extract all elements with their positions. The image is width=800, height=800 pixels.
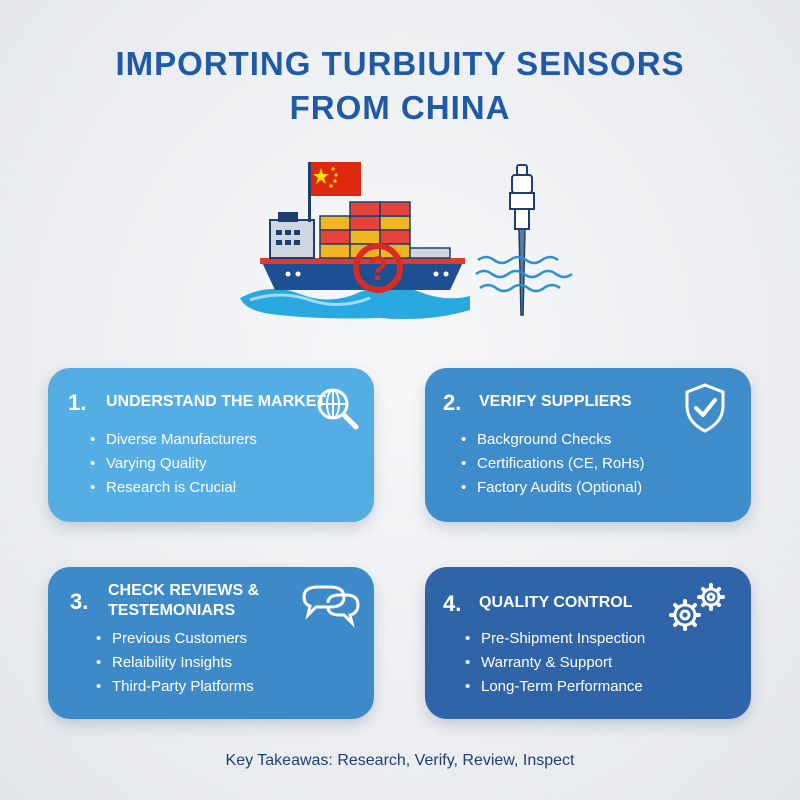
card-check-reviews: 3. CHECK REVIEWS & TESTEMONIARS Previous… (48, 567, 374, 719)
turbidity-sensor-icon (475, 164, 573, 316)
card-title: VERIFY SUPPLIERS (479, 393, 632, 410)
list-item: Pre-Shipment Inspection (465, 627, 645, 651)
card-number: 2. (443, 390, 462, 415)
list-item: Varying Quality (90, 452, 257, 476)
title-line-1: IMPORTING TURBIUITY SENSORS (115, 45, 685, 82)
card-title: UNDERSTAND THE MARKET (106, 393, 327, 410)
list-item: Background Checks (461, 428, 645, 452)
svg-text:?: ? (368, 250, 389, 288)
bullet-list: Previous Customers Relaibility Insights … (96, 627, 254, 699)
list-item: Factory Audits (Optional) (461, 476, 645, 500)
speech-bubbles-icon (302, 585, 360, 628)
title-line-2: FROM CHINA (289, 89, 511, 126)
card-title: QUALITY CONTROL (479, 594, 633, 611)
question-mark-icon: ? (353, 243, 403, 293)
list-item: Relaibility Insights (96, 651, 254, 675)
bullet-list: Pre-Shipment Inspection Warranty & Suppo… (465, 627, 645, 699)
card-number: 3. (70, 589, 89, 614)
key-takeaways: Key Takeawas: Research, Verify, Review, … (225, 752, 575, 769)
magnifier-globe-icon (317, 388, 359, 430)
card-number: 4. (443, 591, 462, 616)
list-item: Warranty & Support (465, 651, 645, 675)
cargo-ship-icon (240, 162, 470, 319)
card-title-line-1: CHECK REVIEWS & (108, 582, 260, 599)
card-title: CHECK REVIEWS & TESTEMONIARS (108, 581, 259, 621)
bullet-list: Background Checks Certifications (CE, Ro… (461, 428, 645, 500)
card-understand-market: 1. UNDERSTAND THE MARKET Diverse Manufac… (48, 368, 374, 522)
list-item: Long-Term Performance (465, 675, 645, 699)
list-item: Previous Customers (96, 627, 254, 651)
card-quality-control: 4. QUALITY CONTROL Pre-Shipment Inspecti… (425, 567, 751, 719)
list-item: Diverse Manufacturers (90, 428, 257, 452)
card-title-line-2: TESTEMONIARS (108, 602, 236, 619)
shield-check-icon (685, 383, 725, 433)
list-item: Research is Crucial (90, 476, 257, 500)
bullet-list: Diverse Manufacturers Varying Quality Re… (90, 428, 257, 500)
list-item: Certifications (CE, RoHs) (461, 452, 645, 476)
page-title: IMPORTING TURBIUITY SENSORS FROM CHINA (0, 42, 800, 130)
gears-icon (669, 583, 725, 631)
list-item: Third-Party Platforms (96, 675, 254, 699)
hero-illustration: ? (240, 162, 573, 319)
card-number: 1. (68, 390, 87, 415)
card-verify-suppliers: 2. VERIFY SUPPLIERS Background Checks Ce… (425, 368, 751, 522)
